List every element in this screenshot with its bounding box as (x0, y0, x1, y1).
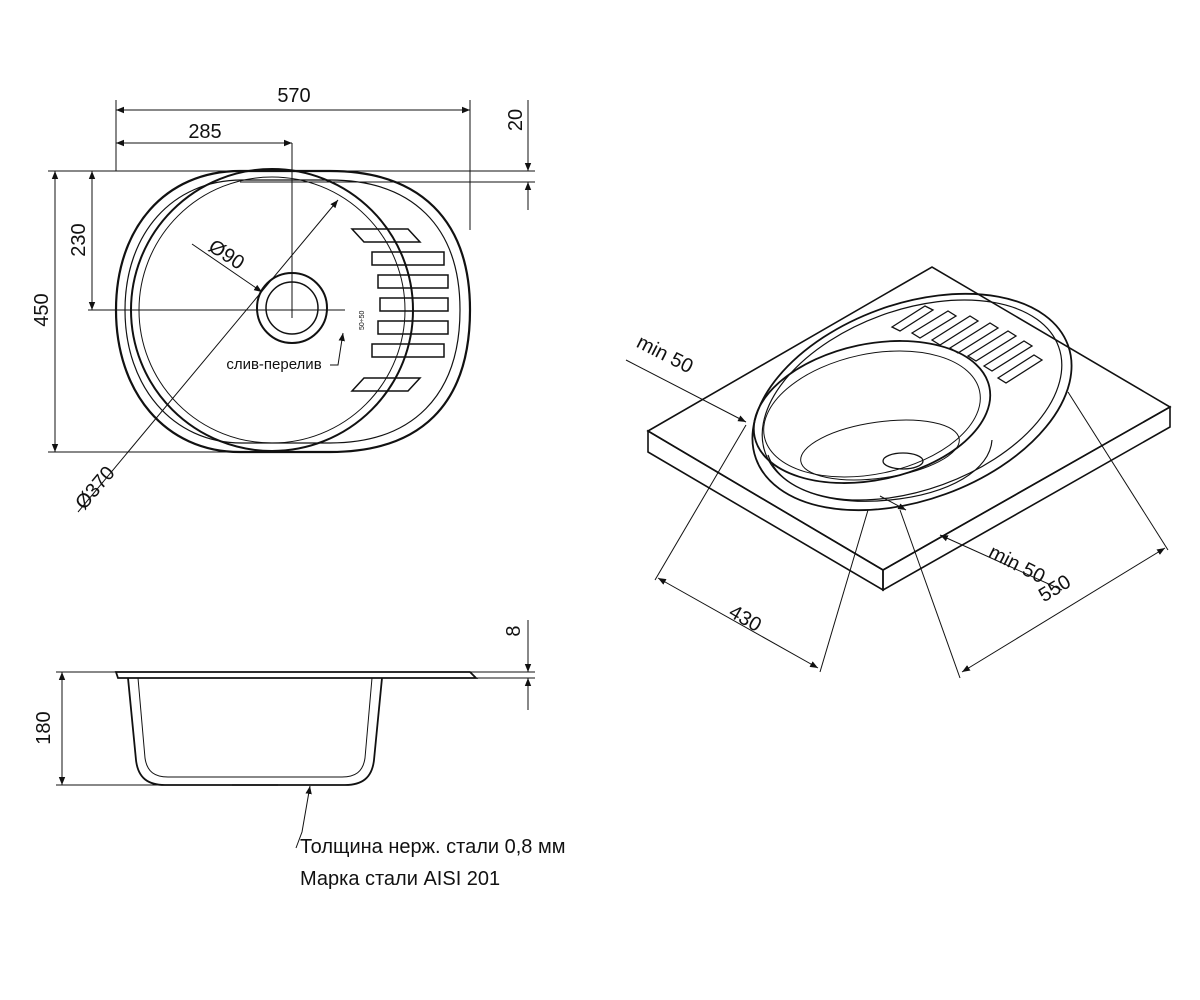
extension-line (899, 509, 961, 679)
iso-drain-slot (910, 310, 958, 339)
dim-line-min50-left (625, 359, 747, 423)
extension-line (819, 509, 869, 673)
material-notes: Толщина нерж. стали 0,8 мм Марка стали A… (300, 836, 565, 890)
drain-slot (377, 274, 449, 289)
countertop-top-face (646, 266, 1172, 571)
dim-line-430 (657, 577, 819, 669)
sink-inner-contour (124, 179, 461, 444)
extension-line (1067, 391, 1169, 551)
drain-slot (350, 228, 422, 243)
section-view: 8 180 (33, 620, 535, 849)
dim-text-8: 8 (503, 625, 525, 636)
drain-slot (371, 251, 445, 266)
sink-rim-inner (761, 299, 1063, 501)
drain-slot (377, 320, 449, 335)
section-flange (114, 671, 479, 679)
dim-text-430: 430 (725, 601, 765, 637)
dim-text-180: 180 (33, 711, 55, 744)
iso-drain-slot (996, 354, 1044, 384)
bowl-rim (752, 340, 992, 484)
sink-outer-contour (114, 169, 472, 454)
diameter-leader-90 (191, 243, 263, 293)
dim-text-570: 570 (277, 85, 310, 107)
dim-line-min50-right-b (939, 534, 1063, 591)
dim-text-min50-right: min 50 (985, 541, 1048, 588)
dim-text-min50-left: min 50 (633, 331, 696, 378)
drain-label-leader (330, 332, 345, 366)
drain-slot (379, 297, 449, 312)
dim-line-min50-right-a (879, 495, 907, 511)
extension-line (654, 424, 747, 581)
dim-text-285: 285 (188, 121, 221, 143)
section-bowl-outer (127, 677, 383, 786)
bowl-bottom (800, 419, 960, 481)
bowl-wall (767, 439, 993, 502)
dim-text-230: 230 (68, 223, 90, 256)
top-view: 50÷50 570 285 20 450 230 Ø90 Ø370 слив-п… (31, 85, 535, 514)
isometric-view: min 50 min 50 430 550 (625, 266, 1172, 679)
iso-drain-slot (982, 340, 1034, 372)
note-steel-grade: Марка стали AISI 201 (300, 868, 500, 890)
material-note-leader (295, 785, 312, 849)
sink-rim-outer (751, 292, 1073, 512)
bowl-rim-inner (763, 350, 981, 478)
dim-text-diameter-90: Ø90 (204, 235, 248, 274)
dim-text-20: 20 (505, 109, 527, 131)
iso-drain-slot (948, 322, 1000, 354)
countertop-right-face (882, 405, 1171, 592)
note-thickness: Толщина нерж. стали 0,8 мм (300, 836, 565, 858)
iso-drain-slot (890, 305, 935, 332)
drain-slot (371, 343, 445, 358)
drain-overflow-label: слив-перелив (226, 356, 321, 373)
iso-drainboard-slots (890, 305, 1044, 384)
dim-line-550 (961, 547, 1166, 673)
drain-small-mark: 50÷50 (359, 310, 366, 330)
iso-drain-slot (966, 330, 1018, 362)
drain-slot (350, 377, 422, 392)
drainboard-slots (350, 228, 449, 392)
iso-drain-slot (930, 315, 980, 346)
section-bowl-inner (137, 677, 373, 778)
diameter-leader-370 (77, 199, 339, 513)
bowl-drain (882, 452, 924, 470)
dim-text-450: 450 (31, 293, 53, 326)
